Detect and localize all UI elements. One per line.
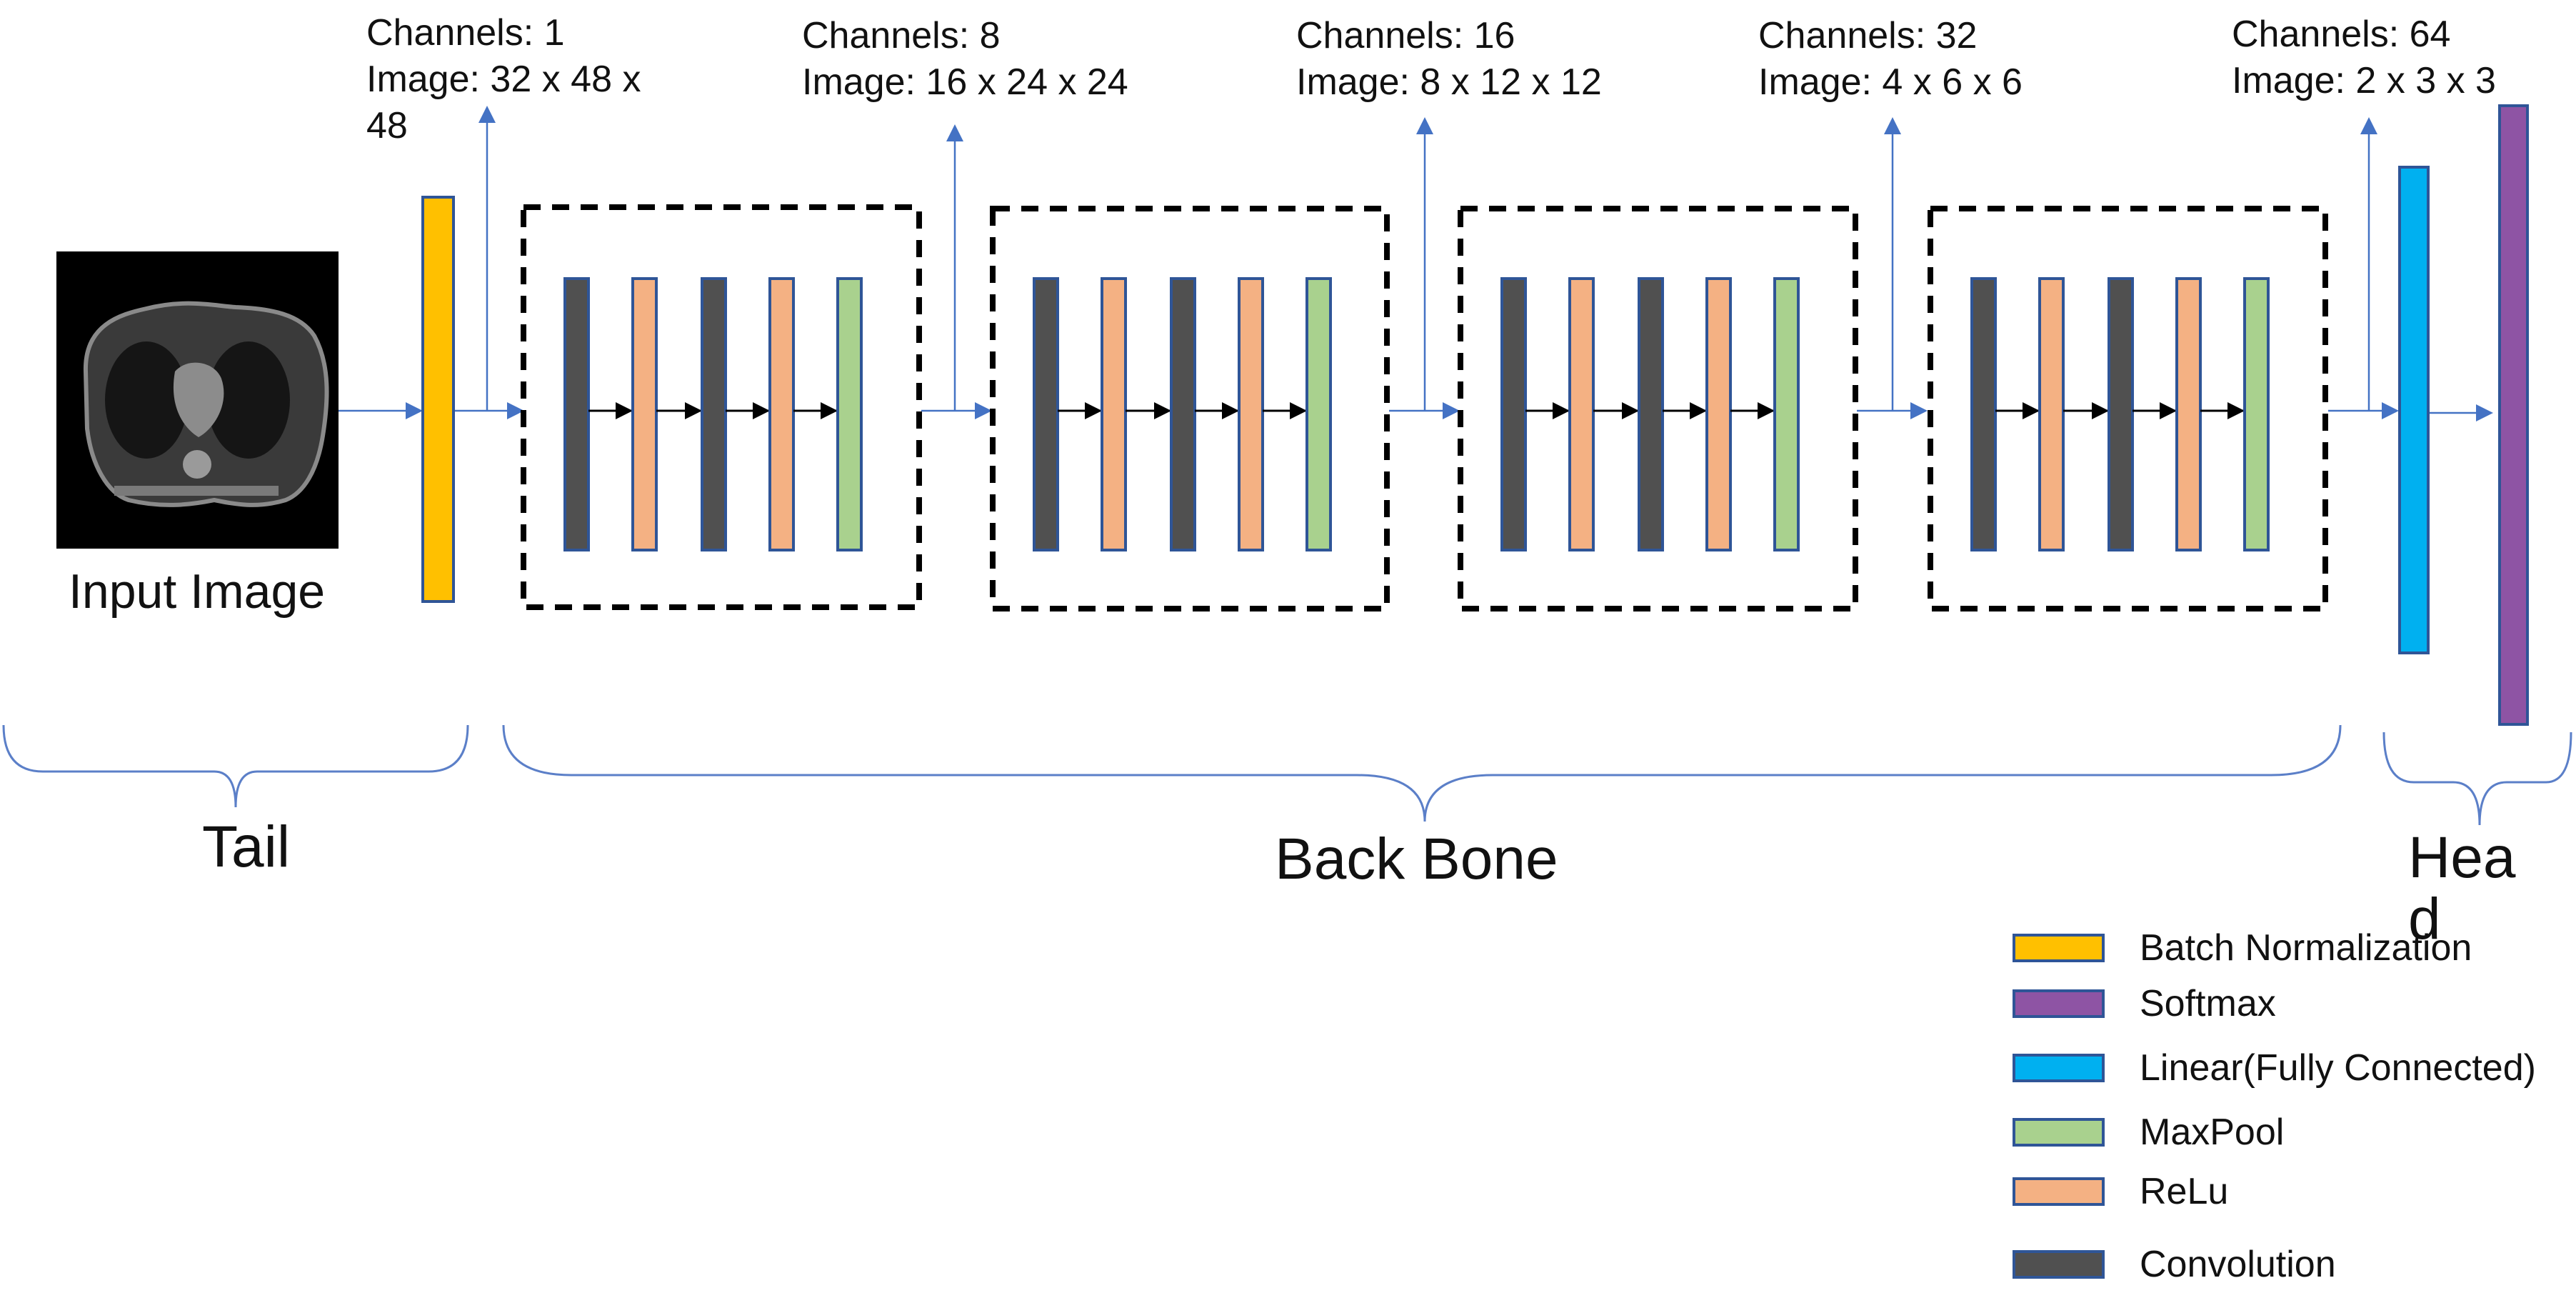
convolution-layer — [1170, 277, 1196, 551]
convolution-layer — [1970, 277, 1997, 551]
legend-swatches — [2013, 934, 2105, 1279]
stage-5-channels: Channels: 64 — [2232, 14, 2451, 55]
stage-2-channels: Channels: 8 — [802, 15, 1001, 56]
stage-4-image-size: Image: 4 x 6 x 6 — [1758, 61, 2023, 103]
relu-layer — [1238, 277, 1264, 551]
legend-label: Linear(Fully Connected) — [2140, 1047, 2536, 1089]
input-image-caption: Input Image — [69, 564, 326, 619]
convolution-layer — [1500, 277, 1527, 551]
stage-2-image-size: Image: 16 x 24 x 24 — [802, 61, 1128, 103]
stage-5-label: Channels: 64 Image: 2 x 3 x 3 — [2232, 11, 2567, 104]
legend-swatch-convolution — [2013, 1250, 2105, 1279]
convolution-layer — [701, 277, 727, 551]
legend-label: Convolution — [2140, 1244, 2336, 1285]
legend-swatch-linear-fully-connected- — [2013, 1054, 2105, 1082]
head-label: Head — [2408, 825, 2516, 952]
maxpool-layer — [836, 277, 863, 551]
relu-layer — [768, 277, 795, 551]
stage-5-image-size: Image: 2 x 3 x 3 — [2232, 60, 2496, 101]
legend-label: Batch Normalization — [2140, 927, 2472, 969]
legend-swatch-maxpool — [2013, 1118, 2105, 1147]
stage-4-label: Channels: 32 Image: 4 x 6 x 6 — [1758, 13, 2187, 106]
softmax-layer — [2498, 104, 2529, 726]
maxpool-layer — [1305, 277, 1332, 551]
backbone-label: Back Bone — [1275, 827, 1558, 892]
relu-layer — [2175, 277, 2202, 551]
flow-arrows — [339, 106, 2493, 421]
legend-swatch-softmax — [2013, 989, 2105, 1018]
convolution-layer — [1033, 277, 1059, 551]
stage-1-label: Channels: 1 Image: 32 x 48 x 48 — [366, 10, 681, 149]
stage-3-label: Channels: 16 Image: 8 x 12 x 12 — [1296, 13, 1725, 106]
legend-swatch-batch-normalization — [2013, 934, 2105, 962]
tail-brace — [2, 724, 469, 808]
linear-layer — [2398, 166, 2430, 654]
relu-layer — [631, 277, 658, 551]
convolution-layer — [1638, 277, 1664, 551]
stage-2-label: Channels: 8 Image: 16 x 24 x 24 — [802, 13, 1131, 106]
relu-layer — [1101, 277, 1127, 551]
relu-layer — [1568, 277, 1595, 551]
stage-3-channels: Channels: 16 — [1296, 15, 1515, 56]
input-image — [56, 251, 339, 549]
head-brace — [2382, 732, 2572, 826]
backbone-blocks — [521, 204, 2328, 611]
legend-label: MaxPool — [2140, 1112, 2285, 1153]
backbone-brace — [502, 724, 2342, 822]
stage-1-image-size: Image: 32 x 48 x 48 — [366, 59, 641, 146]
section-braces — [2, 724, 2572, 826]
legend-label: Softmax — [2140, 983, 2276, 1024]
maxpool-layer — [1773, 277, 1800, 551]
maxpool-layer — [2243, 277, 2270, 551]
stage-4-channels: Channels: 32 — [1758, 15, 1978, 56]
tail-label: Tail — [202, 814, 291, 879]
stage-1-channels: Channels: 1 — [366, 12, 565, 54]
convolution-layer — [563, 277, 590, 551]
legend-label: ReLu — [2140, 1171, 2229, 1212]
relu-layer — [2038, 277, 2065, 551]
stage-3-image-size: Image: 8 x 12 x 12 — [1296, 61, 1602, 103]
batch-norm-layer — [421, 196, 455, 603]
backbone-block-2 — [990, 206, 1390, 611]
relu-layer — [1705, 277, 1732, 551]
convolution-layer — [2108, 277, 2134, 551]
legend-swatch-relu — [2013, 1177, 2105, 1206]
